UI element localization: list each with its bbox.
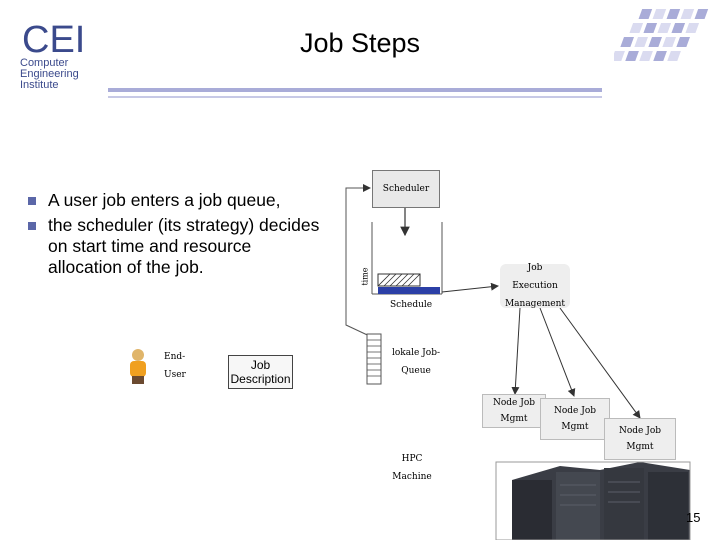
node-job-mgmt-1: Node Job Mgmt (482, 394, 546, 428)
local-queue-label: lokale Job-Queue (391, 348, 440, 376)
node-job-mgmt-2: Node Job Mgmt (540, 398, 610, 440)
logo-line: Computer (20, 57, 69, 69)
hpc-machine-label: HPC Machine (392, 454, 432, 482)
bullet-text: A user job enters a job queue, (48, 190, 281, 210)
title-rule (108, 88, 602, 92)
schedule-hatched-bar (377, 273, 421, 287)
time-axis-label: time (360, 267, 370, 286)
schedule-to-jem-arrow (441, 282, 499, 293)
schedule-bar (378, 287, 440, 294)
node-job-mgmt-label: Node Job Mgmt (492, 398, 536, 424)
jem-node1-arrow (511, 307, 521, 395)
node-job-mgmt-3: Node Job Mgmt (604, 418, 676, 460)
node-job-mgmt-label: Node Job Mgmt (553, 406, 597, 432)
end-user-label: End-User (164, 352, 186, 380)
bullet-icon (28, 222, 36, 230)
node-job-mgmt-label: Node Job Mgmt (618, 426, 662, 452)
job-description-box: Job Description (228, 355, 293, 389)
jem-node2-arrow (539, 307, 576, 397)
jem-label: Job Execution Management (504, 263, 566, 309)
logo-line: Engineering (20, 68, 79, 80)
queue-stack (366, 333, 382, 385)
end-user-icon (130, 349, 146, 384)
cei-logo: CEI (22, 19, 85, 60)
bullet-item: the scheduler (its strategy) decides on … (24, 215, 324, 278)
bullet-list: A user job enters a job queue, the sched… (24, 190, 324, 282)
scheduler-box: Scheduler (372, 170, 440, 208)
logo-line: Institute (20, 79, 59, 91)
flag-decoration (614, 9, 709, 61)
jem-node3-arrow (559, 307, 641, 419)
bullet-item: A user job enters a job queue, (24, 190, 324, 211)
scheduler-label: Scheduler (382, 184, 430, 194)
bullet-text: the scheduler (its strategy) decides on … (48, 215, 320, 277)
schedule-hatching (377, 273, 421, 287)
page-number: 15 (686, 510, 701, 525)
bullet-icon (28, 197, 36, 205)
page-title: Job Steps (299, 28, 421, 58)
job-execution-management-box: Job Execution Management (500, 263, 570, 309)
queue-to-scheduler-line (345, 184, 379, 341)
hpc-machine-image (495, 461, 691, 540)
job-description-label: Job Description (230, 358, 291, 386)
title-rule-thin (108, 96, 602, 98)
logo-text: Computer Engineering Institute (20, 58, 100, 91)
logo-mark: CEI (22, 19, 85, 60)
schedule-label: Schedule (390, 300, 433, 310)
